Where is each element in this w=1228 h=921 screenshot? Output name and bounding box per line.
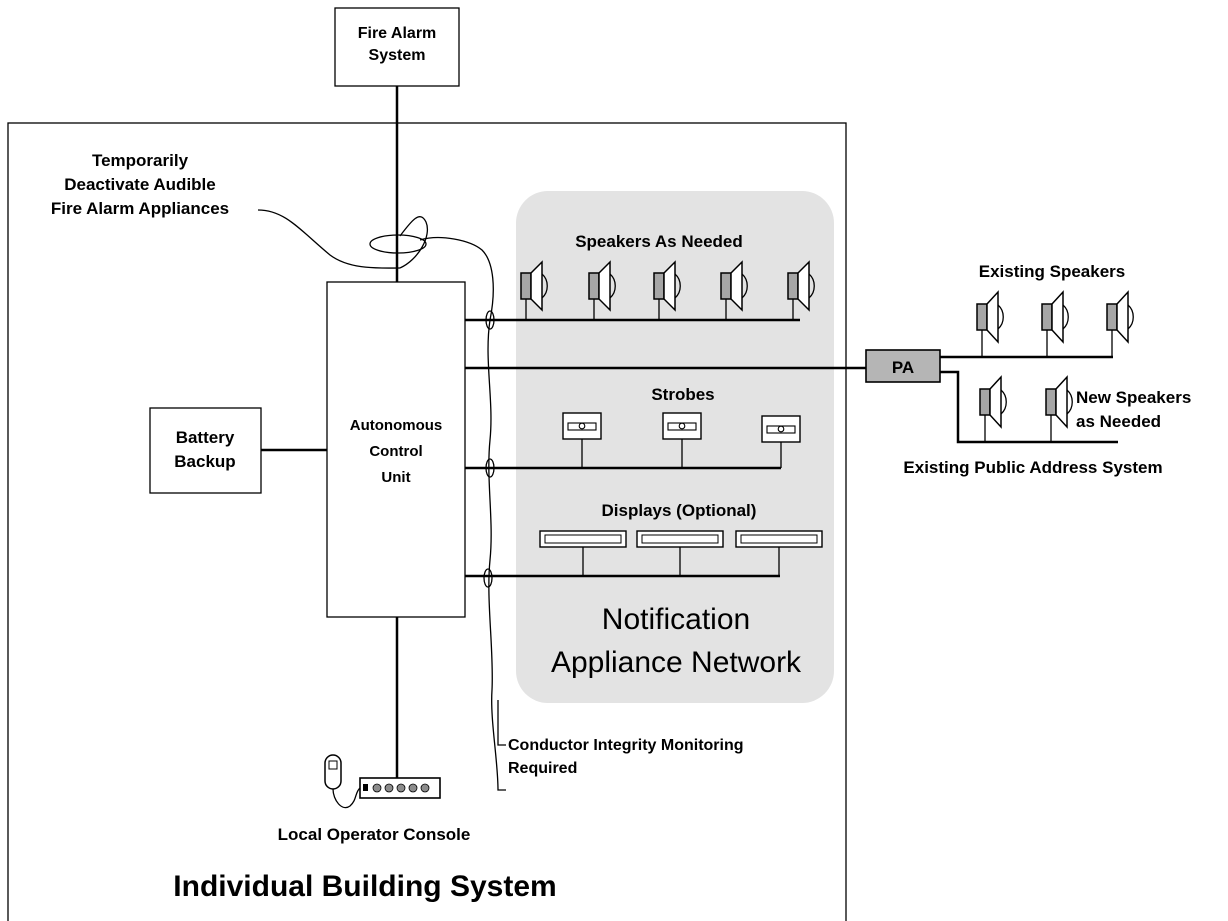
deactivate-label-line3: Fire Alarm Appliances <box>51 199 229 218</box>
displays-label: Displays (Optional) <box>602 501 757 520</box>
fire-alarm-system-box <box>334 7 460 87</box>
speaker-icon <box>720 260 748 320</box>
microphone-icon <box>324 754 361 809</box>
network-label-line1: Notification <box>602 603 750 636</box>
speaker-icon <box>653 260 681 320</box>
console-label: Local Operator Console <box>278 825 471 844</box>
strobe-icon <box>662 412 702 468</box>
deactivate-label-line1: Temporarily <box>92 151 189 170</box>
display-icon <box>735 530 823 576</box>
strobes-label: Strobes <box>651 385 714 404</box>
existing-speaker-icon <box>1041 290 1069 357</box>
speaker-icon <box>787 260 815 320</box>
deactivate-loop <box>369 234 427 254</box>
conductor-label-line1: Conductor Integrity Monitoring <box>508 737 744 754</box>
speakers-as-needed-label: Speakers As Needed <box>575 232 743 251</box>
operator-console <box>359 777 441 799</box>
conductor-label-line2: Required <box>508 760 577 777</box>
acu-label-line3: Unit <box>381 469 410 486</box>
battery-backup-box <box>149 407 262 494</box>
display-icon <box>539 530 627 576</box>
new-speaker-branch-wire <box>940 370 1118 444</box>
conductor-leader <box>497 700 506 746</box>
deactivate-label-line2: Deactivate Audible <box>64 175 215 194</box>
fire-alarm-label-line2: System <box>369 47 426 64</box>
acu-label-line2: Control <box>369 443 422 460</box>
speaker-icon <box>520 260 548 320</box>
deactivate-leader-line <box>257 209 401 269</box>
acu-label-line1: Autonomous <box>350 417 442 434</box>
existing-pa-system-label: Existing Public Address System <box>903 458 1162 477</box>
building-boundary <box>7 122 847 921</box>
new-speakers-label-line1: New Speakers <box>1076 388 1191 407</box>
new-speaker-icon <box>1045 375 1073 442</box>
existing-speaker-icon <box>976 290 1004 357</box>
new-speakers-label-line2: as Needed <box>1076 412 1161 431</box>
pa-box <box>865 349 941 383</box>
fire-alarm-label-line1: Fire Alarm <box>358 25 437 42</box>
display-icon <box>636 530 724 576</box>
deactivate-loop-tail <box>399 216 428 269</box>
battery-label-line1: Battery <box>176 428 235 447</box>
monitor-clip-3 <box>483 568 493 588</box>
network-label-line2: Appliance Network <box>551 646 802 679</box>
strobe-icon <box>562 412 602 468</box>
existing-speaker-icon <box>1106 290 1134 357</box>
battery-label-line2: Backup <box>174 452 235 471</box>
autonomous-control-unit <box>326 281 466 618</box>
building-label: Individual Building System <box>173 870 556 903</box>
speaker-icon <box>588 260 616 320</box>
new-speaker-icon <box>979 375 1007 442</box>
existing-speakers-label: Existing Speakers <box>979 262 1125 281</box>
pa-label: PA <box>892 358 914 377</box>
strobe-icon <box>761 415 801 468</box>
